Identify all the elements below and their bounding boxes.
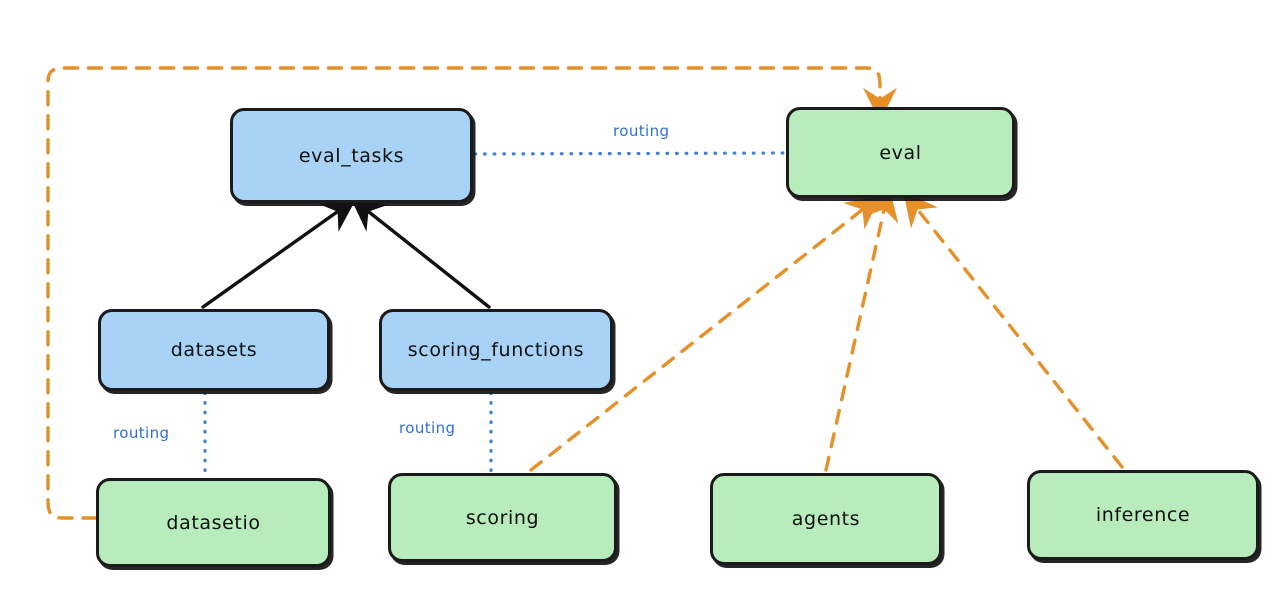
node-eval[interactable]: eval xyxy=(786,107,1015,198)
edge-datasets-eval_tasks xyxy=(201,198,357,309)
node-scoring-functions[interactable]: scoring_functions xyxy=(379,309,613,391)
node-datasetio[interactable]: datasetio xyxy=(96,478,331,567)
node-label-datasets: datasets xyxy=(170,339,258,361)
node-agents[interactable]: agents xyxy=(710,473,942,565)
node-label-datasetio: datasetio xyxy=(166,511,261,534)
edge-label-routing-datasets: routing xyxy=(113,424,170,442)
node-scoring[interactable]: scoring xyxy=(388,473,617,562)
node-datasets[interactable]: datasets xyxy=(98,309,330,391)
edge-label-routing-eval: routing xyxy=(613,122,670,140)
node-inference[interactable]: inference xyxy=(1027,470,1259,560)
node-eval-tasks[interactable]: eval_tasks xyxy=(230,108,473,203)
edge-label-routing-scoring: routing xyxy=(399,419,456,437)
node-label-inference: inference xyxy=(1095,504,1191,526)
edge-inference-eval xyxy=(903,191,1124,469)
node-label-scoring-functions: scoring_functions xyxy=(407,339,585,361)
edge-agents-eval xyxy=(824,186,899,472)
node-label-eval: eval xyxy=(879,141,922,164)
edge-eval_tasks-eval xyxy=(473,151,786,156)
node-label-eval-tasks: eval_tasks xyxy=(298,144,405,167)
node-label-agents: agents xyxy=(791,508,861,530)
edge-scoring_functions-eval_tasks xyxy=(350,197,491,309)
node-label-scoring: scoring xyxy=(465,506,540,529)
